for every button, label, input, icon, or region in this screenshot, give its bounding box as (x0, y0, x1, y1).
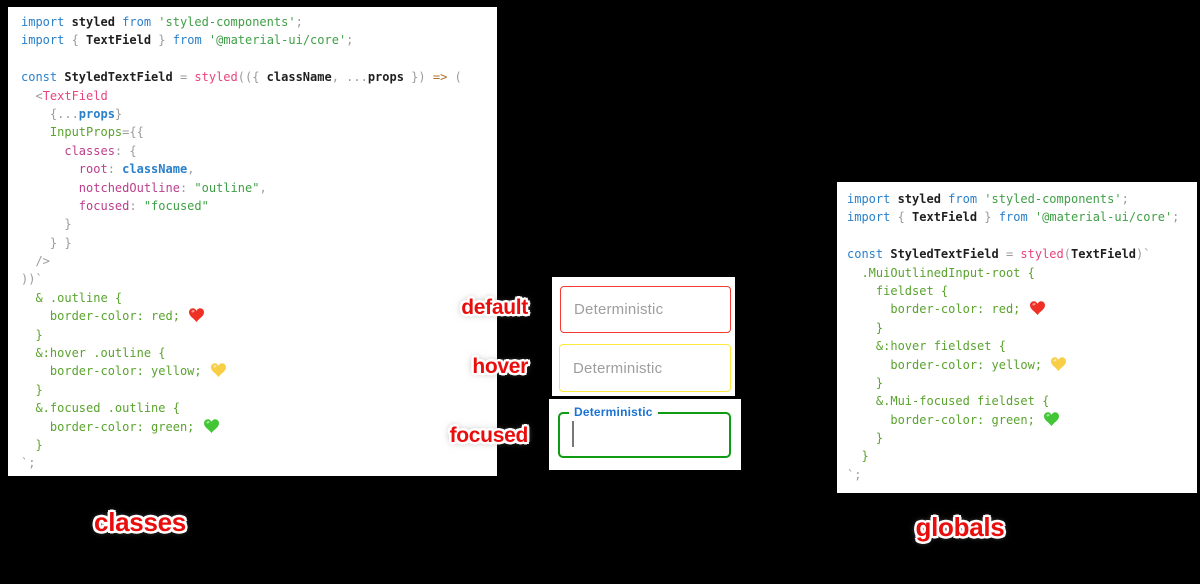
code-line: &:hover fieldset { (847, 339, 1006, 354)
code-line: import styled from 'styled-components'; (847, 192, 1129, 206)
section-label-globals: globals (915, 512, 1005, 542)
code-line: <TextField (21, 88, 108, 103)
code-panel-globals: import styled from 'styled-components'; i… (837, 182, 1197, 493)
code-line: {...props} (21, 106, 123, 121)
state-label-default: default (461, 296, 528, 319)
textfield-hover-label: Deterministic (573, 359, 663, 377)
code-line: const StyledTextField = styled(TextField… (847, 247, 1151, 262)
state-label-hover: hover (472, 355, 528, 378)
code-line: } } (21, 235, 72, 250)
code-panel-classes: import styled from 'styled-components'; i… (8, 7, 497, 476)
heart-red-icon (189, 308, 205, 323)
textfield-hover[interactable]: Deterministic (559, 344, 731, 392)
code-line: } (847, 431, 884, 446)
textfield-default-label: Deterministic (574, 301, 664, 318)
code-line: border-color: yellow; (847, 356, 1197, 374)
code-line: } (847, 375, 884, 390)
code-line: fieldset { (847, 283, 949, 298)
code-line: border-color: yellow; (21, 362, 497, 380)
code-line: import { TextField } from '@material-ui/… (847, 210, 1180, 225)
code-line: } (21, 382, 43, 397)
state-label-focused: focused (449, 424, 529, 447)
code-line: `; (21, 456, 36, 471)
code-line: &.Mui-focused fieldset { (847, 394, 1050, 409)
code-line: } (21, 327, 43, 342)
code-line: /> (21, 254, 50, 269)
code-line: } (847, 320, 884, 335)
textfield-focused[interactable]: Deterministic (558, 405, 731, 458)
code-line: } (847, 449, 869, 464)
section-label-classes: classes (94, 507, 186, 537)
code-line: border-color: green; (847, 411, 1197, 429)
code-line: focused: "focused" (21, 198, 209, 213)
heart-red-icon (1029, 301, 1045, 316)
code-line: `; (847, 467, 862, 482)
code-line: import styled from 'styled-components'; (21, 15, 303, 29)
heart-green-icon (1044, 411, 1060, 426)
code-line: ))` (21, 272, 43, 287)
code-line: & .outline { (21, 290, 123, 305)
heart-yellow-icon (1051, 356, 1067, 371)
textfield-default[interactable]: Deterministic (560, 286, 731, 333)
text-cursor (572, 421, 574, 447)
textfield-focused-label: Deterministic (569, 405, 658, 419)
code-line: &:hover .outline { (21, 346, 166, 361)
code-line: root: className, (21, 162, 195, 177)
code-line (21, 50, 497, 68)
code-line: &.focused .outline { (21, 401, 180, 416)
code-line: } (21, 437, 43, 452)
code-line: const StyledTextField = styled(({ classN… (21, 70, 462, 85)
code-line: border-color: red; (21, 307, 497, 325)
code-line: InputProps={{ (21, 125, 144, 140)
code-line: .MuiOutlinedInput-root { (847, 265, 1035, 280)
code-line: import { TextField } from '@material-ui/… (21, 33, 354, 48)
code-line: } (21, 217, 72, 232)
code-line: border-color: green; (21, 418, 497, 436)
heart-yellow-icon (210, 363, 226, 378)
code-line: notchedOutline: "outline", (21, 180, 267, 195)
heart-green-icon (203, 418, 219, 433)
code-line (847, 227, 1197, 245)
code-line: classes: { (21, 143, 137, 158)
code-line: border-color: red; (847, 300, 1197, 318)
